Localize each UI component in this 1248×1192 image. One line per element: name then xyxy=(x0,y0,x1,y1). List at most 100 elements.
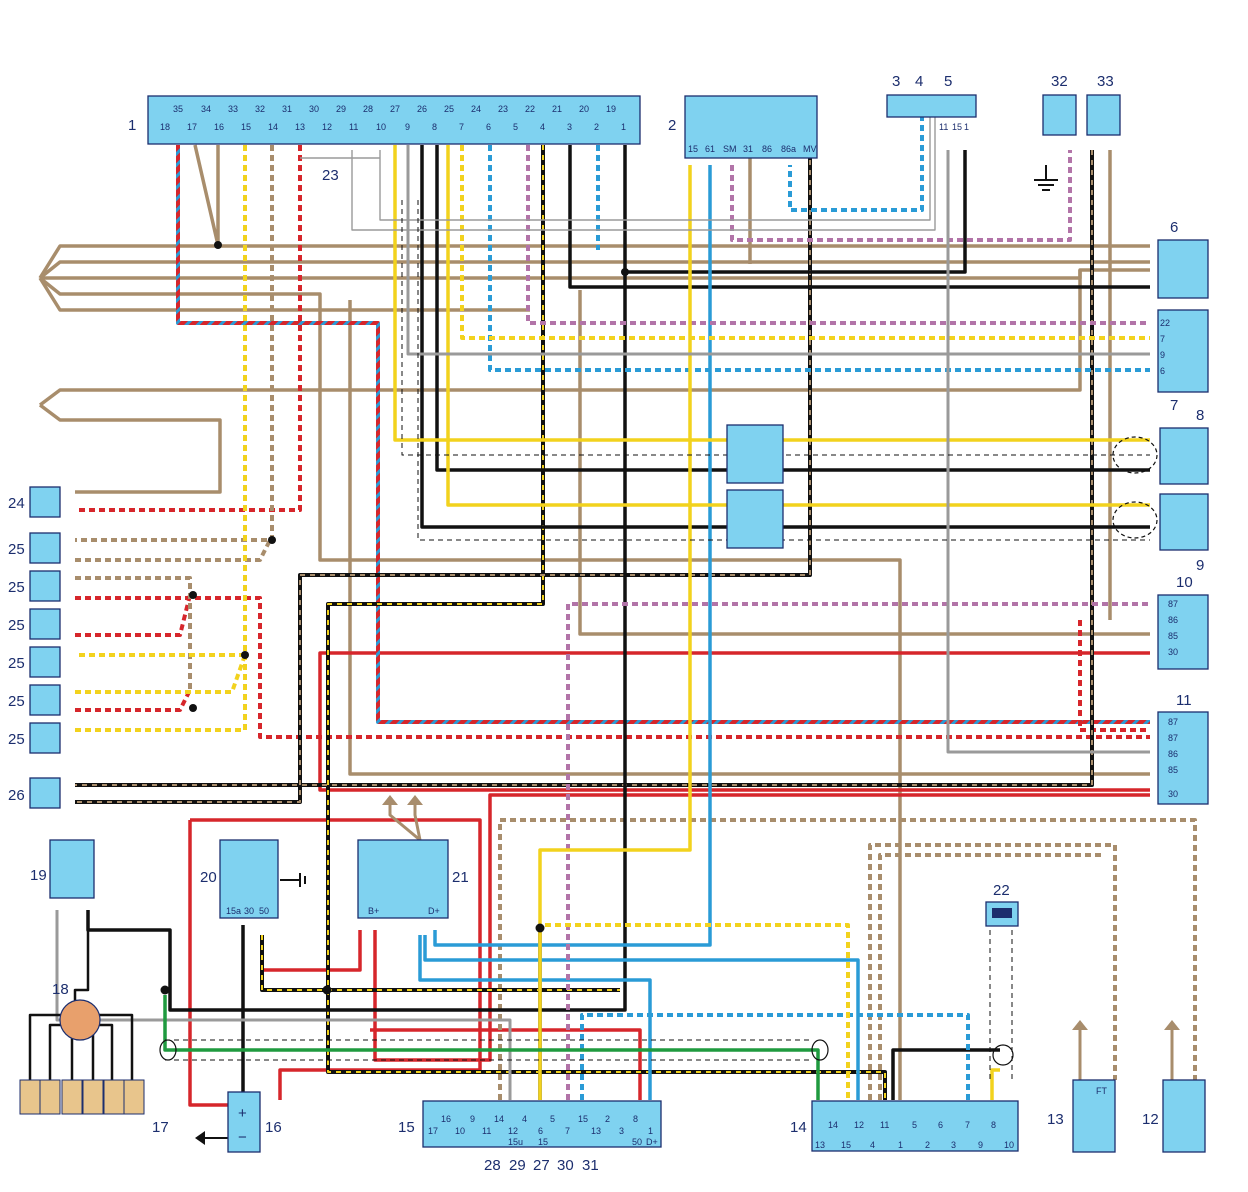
c15-pin: 11 xyxy=(482,1126,491,1136)
c2-pin: 15 xyxy=(688,144,698,154)
label-c10: 10 xyxy=(1176,574,1193,591)
wire-yellow xyxy=(393,145,1150,442)
wire-green xyxy=(163,995,820,1100)
c5-pin: 1 xyxy=(964,122,969,132)
c15-pin: 10 xyxy=(455,1126,465,1136)
wire-blue xyxy=(423,935,860,1100)
wire-brown xyxy=(348,300,1150,776)
c15-pin: 4 xyxy=(522,1114,527,1124)
c1-bottom-pin: 18 xyxy=(160,122,170,132)
c1-bottom-pin: 15 xyxy=(241,122,251,132)
wire-brown-white xyxy=(878,853,1105,1100)
wire-blue xyxy=(433,165,712,947)
c1-top-pin: 19 xyxy=(606,104,616,114)
c1-top-pin: 21 xyxy=(552,104,562,114)
wire-brown-white xyxy=(75,539,272,562)
wire-black xyxy=(420,145,1150,529)
c21-pin: D+ xyxy=(428,906,440,916)
component-25e-box xyxy=(29,684,61,716)
c13-pin: FT xyxy=(1096,1086,1107,1096)
c20-pin: 30 xyxy=(244,906,254,916)
wire-black xyxy=(891,1048,1000,1100)
label-c11: 11 xyxy=(1176,692,1192,709)
wire-blue-white xyxy=(580,1013,970,1100)
wire-yellow-white xyxy=(545,923,850,1100)
wire-brown xyxy=(38,277,530,312)
c15-pin: 2 xyxy=(605,1114,610,1124)
c10-pin: 86 xyxy=(1168,615,1178,625)
c14-pin: 1 xyxy=(898,1140,903,1150)
label-c32: 32 xyxy=(1051,73,1068,90)
c1-bottom-pin: 7 xyxy=(459,122,464,132)
wire-brown xyxy=(193,144,220,247)
central-connector-box xyxy=(147,95,641,145)
c1-bottom-pin: 14 xyxy=(268,122,278,132)
label-c20: 20 xyxy=(200,869,217,886)
wire-brown-white xyxy=(75,145,274,542)
wire-violet xyxy=(526,145,1150,325)
c14-pin: 5 xyxy=(912,1120,917,1130)
label-c25c: 25 xyxy=(8,617,25,634)
label-c33: 33 xyxy=(1097,73,1114,90)
c1-top-pin: 33 xyxy=(228,104,238,114)
c1-bottom-pin: 13 xyxy=(295,122,305,132)
c15-pin: 13 xyxy=(591,1126,601,1136)
label-c1: 1 xyxy=(128,117,136,134)
c14-pin: 2 xyxy=(925,1140,930,1150)
label-c14: 14 xyxy=(790,1119,807,1136)
c1-bottom-pin: 17 xyxy=(187,122,197,132)
c11-pin: 85 xyxy=(1168,765,1178,775)
label-c16: 16 xyxy=(265,1119,282,1136)
label-c21: 21 xyxy=(452,869,469,886)
c20-pin: 50 xyxy=(259,906,269,916)
wire-red-white xyxy=(75,689,192,712)
c1-bottom-pin: 2 xyxy=(594,122,599,132)
c1-top-pin: 28 xyxy=(363,104,373,114)
wire-black xyxy=(86,145,627,1012)
wire-red-white xyxy=(75,145,302,512)
c14-pin: 12 xyxy=(854,1120,864,1130)
wire-yellow-brown xyxy=(75,654,247,694)
relay-a-box xyxy=(726,424,784,484)
label-c6: 6 xyxy=(1170,219,1178,236)
c1-top-pin: 35 xyxy=(173,104,183,114)
label-c19: 19 xyxy=(30,867,47,884)
pin-labels: 35 34 33 32 31 30 29 28 27 26 25 24 23 2… xyxy=(160,104,1178,1150)
label-c26: 26 xyxy=(8,787,25,804)
c15-pin: 3 xyxy=(619,1126,624,1136)
label-c29: 29 xyxy=(509,1157,526,1174)
c1-top-pin: 29 xyxy=(336,104,346,114)
wire-yellow xyxy=(990,1068,1000,1100)
c1-bottom-pin: 9 xyxy=(405,122,410,132)
c10-pin: 30 xyxy=(1168,647,1178,657)
c1-bottom-pin: 4 xyxy=(540,122,545,132)
c10-pin: 87 xyxy=(1168,599,1178,609)
label-c25a: 25 xyxy=(8,541,25,558)
component-25b-box xyxy=(29,570,61,602)
c15-pin: 8 xyxy=(633,1114,638,1124)
label-c12: 12 xyxy=(1142,1111,1159,1128)
c7-pin: 7 xyxy=(1160,334,1165,344)
wire-yellow-white xyxy=(460,145,1150,340)
label-c5: 5 xyxy=(944,73,952,90)
wire-black-yellow xyxy=(75,150,812,804)
label-c3: 3 xyxy=(892,73,900,90)
spark-plugs-17 xyxy=(19,1079,145,1115)
label-c24: 24 xyxy=(8,495,25,512)
battery-minus: − xyxy=(238,1129,247,1146)
c1-top-pin: 34 xyxy=(201,104,211,114)
wire-red xyxy=(260,930,362,972)
component-8-box xyxy=(1159,427,1209,485)
c14-pin: 6 xyxy=(938,1120,943,1130)
c1-bottom-pin: 12 xyxy=(322,122,332,132)
component-labels: 1 2 3 4 5 32 33 6 7 8 9 10 11 23 24 25 2… xyxy=(8,73,1204,1174)
wires xyxy=(28,115,1197,1145)
component-25f-box xyxy=(29,722,61,754)
c15-pin: 50 xyxy=(632,1137,642,1147)
wire-black xyxy=(435,145,1150,472)
wire-brown xyxy=(38,276,902,1100)
c15-pin: 15 xyxy=(578,1114,588,1124)
wire-red xyxy=(370,1028,642,1100)
c1-top-pin: 24 xyxy=(471,104,481,114)
regulator-20-box xyxy=(219,839,279,919)
